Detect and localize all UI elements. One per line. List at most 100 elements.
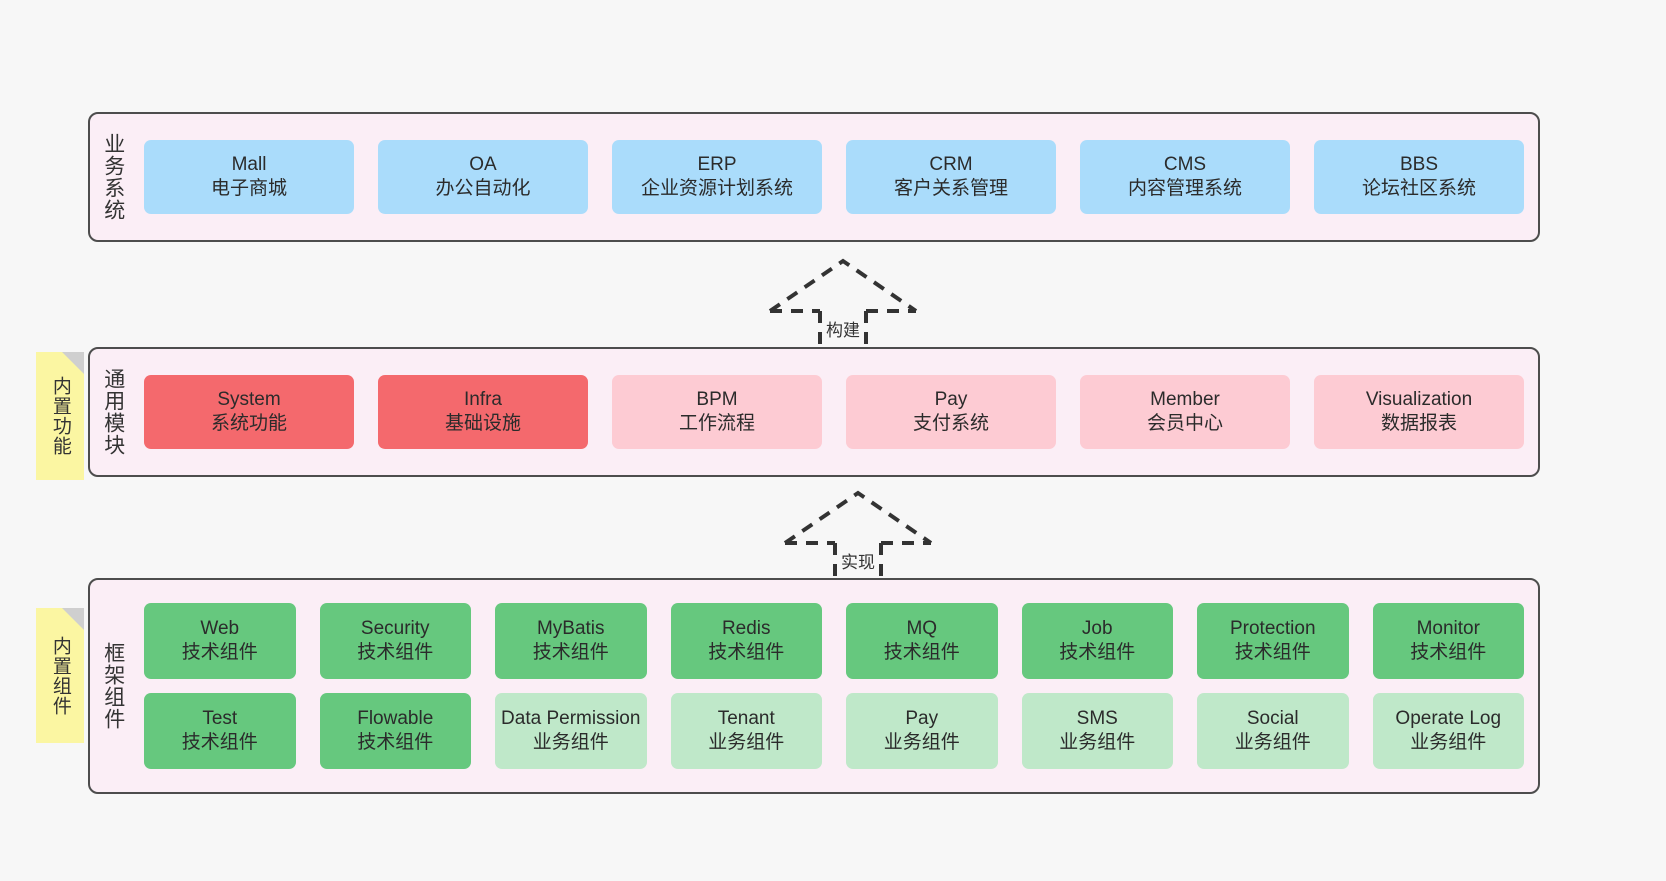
node-visualization[interactable]: Visualization 数据报表 <box>1314 375 1524 449</box>
node-label-cn: 办公自动化 <box>435 178 531 199</box>
sticky-note-builtin-component: 内置组件 <box>36 608 84 743</box>
node-oa[interactable]: OA 办公自动化 <box>378 140 588 214</box>
node-mq[interactable]: MQ 技术组件 <box>846 603 998 679</box>
framework-components-row-2: Test 技术组件 Flowable 技术组件 Data Permission … <box>144 693 1524 769</box>
node-label-en: OA <box>469 154 497 176</box>
node-label-en: MyBatis <box>536 618 605 640</box>
connector-build: 构建 <box>748 255 938 351</box>
node-mybatis[interactable]: MyBatis 技术组件 <box>495 603 647 679</box>
framework-components-row-1: Web 技术组件 Security 技术组件 MyBatis 技术组件 Redi… <box>144 603 1524 679</box>
layer-title-business-system: 业务系统 <box>101 133 125 221</box>
node-label-en: Monitor <box>1416 618 1480 640</box>
node-label-cn: 技术组件 <box>1059 642 1136 663</box>
node-label-cn: 技术组件 <box>708 642 785 663</box>
node-label-cn: 技术组件 <box>357 732 434 753</box>
node-label-en: Mall <box>231 154 267 176</box>
node-label-cn: 客户关系管理 <box>893 178 1008 199</box>
sticky-fold-corner-icon <box>62 352 84 374</box>
node-data-permission[interactable]: Data Permission 业务组件 <box>495 693 647 769</box>
node-mall[interactable]: Mall 电子商城 <box>144 140 354 214</box>
node-infra[interactable]: Infra 基础设施 <box>378 375 588 449</box>
node-label-cn: 数据报表 <box>1380 413 1457 434</box>
node-label-en: ERP <box>697 154 737 176</box>
node-label-en: Redis <box>721 618 771 640</box>
node-flowable[interactable]: Flowable 技术组件 <box>319 693 471 769</box>
connector-build-label: 构建 <box>823 316 863 341</box>
node-label-en: BPM <box>696 389 738 411</box>
sticky-note-label: 内置组件 <box>49 635 71 716</box>
node-label-en: SMS <box>1076 708 1118 730</box>
layer-business-system: 业务系统 Mall 电子商城 OA 办公自动化 ERP 企业资源计划系统 CRM… <box>88 112 1540 242</box>
node-label-en: Pay <box>934 389 968 411</box>
node-label-cn: 工作流程 <box>678 413 755 434</box>
sticky-note-builtin-function: 内置功能 <box>36 352 84 480</box>
node-label-cn: 技术组件 <box>181 732 258 753</box>
node-label-en: CRM <box>929 154 973 176</box>
connector-implement: 实现 <box>763 487 953 583</box>
node-label-cn: 技术组件 <box>1234 642 1311 663</box>
node-label-en: MQ <box>906 618 938 640</box>
node-label-en: CMS <box>1163 154 1207 176</box>
node-label-cn: 业务组件 <box>883 732 960 753</box>
node-cms[interactable]: CMS 内容管理系统 <box>1080 140 1290 214</box>
node-pay-module[interactable]: Pay 支付系统 <box>846 375 1056 449</box>
node-label-en: Member <box>1150 389 1220 411</box>
sticky-note-label: 内置功能 <box>49 376 71 456</box>
layer-title-framework-components: 框架组件 <box>101 642 125 730</box>
node-redis[interactable]: Redis 技术组件 <box>670 603 822 679</box>
node-label-cn: 技术组件 <box>357 642 434 663</box>
node-test[interactable]: Test 技术组件 <box>144 693 296 769</box>
node-label-cn: 技术组件 <box>181 642 258 663</box>
node-label-cn: 技术组件 <box>883 642 960 663</box>
node-label-en: Flowable <box>357 708 434 730</box>
node-erp[interactable]: ERP 企业资源计划系统 <box>612 140 822 214</box>
node-social[interactable]: Social 业务组件 <box>1197 693 1349 769</box>
node-label-cn: 技术组件 <box>532 642 609 663</box>
node-label-en: Security <box>360 618 430 640</box>
node-label-cn: 电子商城 <box>210 178 287 199</box>
node-label-en: Pay <box>905 708 939 730</box>
node-label-cn: 内容管理系统 <box>1127 178 1242 199</box>
node-label-en: BBS <box>1399 154 1439 176</box>
node-label-cn: 技术组件 <box>1410 642 1487 663</box>
layer-body-framework-components: Web 技术组件 Security 技术组件 MyBatis 技术组件 Redi… <box>136 580 1538 792</box>
sticky-fold-corner-icon <box>62 608 84 630</box>
node-label-en: Job <box>1081 618 1113 640</box>
node-label-en: Operate Log <box>1395 708 1502 730</box>
arrowhead-hollow-triangle <box>768 258 918 313</box>
node-label-cn: 基础设施 <box>444 413 521 434</box>
node-label-cn: 业务组件 <box>1234 732 1311 753</box>
node-monitor[interactable]: Monitor 技术组件 <box>1372 603 1524 679</box>
node-label-cn: 论坛社区系统 <box>1361 178 1476 199</box>
node-label-en: Protection <box>1229 618 1316 640</box>
node-label-en: Tenant <box>717 708 775 730</box>
node-label-cn: 企业资源计划系统 <box>640 178 793 199</box>
node-label-cn: 系统功能 <box>210 413 287 434</box>
node-label-en: Infra <box>463 389 503 411</box>
node-label-cn: 业务组件 <box>708 732 785 753</box>
node-crm[interactable]: CRM 客户关系管理 <box>846 140 1056 214</box>
node-member[interactable]: Member 会员中心 <box>1080 375 1290 449</box>
layer-body-common-modules: System 系统功能 Infra 基础设施 BPM 工作流程 Pay 支付系统… <box>136 349 1538 475</box>
layer-common-modules: 通用模块 System 系统功能 Infra 基础设施 BPM 工作流程 Pay… <box>88 347 1540 477</box>
common-modules-row: System 系统功能 Infra 基础设施 BPM 工作流程 Pay 支付系统… <box>144 375 1524 449</box>
node-job[interactable]: Job 技术组件 <box>1021 603 1173 679</box>
node-label-en: Test <box>202 708 238 730</box>
node-label-en: Visualization <box>1365 389 1473 411</box>
layer-title-common-modules: 通用模块 <box>101 368 125 456</box>
node-sms[interactable]: SMS 业务组件 <box>1021 693 1173 769</box>
connector-implement-label: 实现 <box>838 548 878 573</box>
node-tenant[interactable]: Tenant 业务组件 <box>670 693 822 769</box>
node-label-en: Data Permission <box>501 708 641 730</box>
node-bbs[interactable]: BBS 论坛社区系统 <box>1314 140 1524 214</box>
node-bpm[interactable]: BPM 工作流程 <box>612 375 822 449</box>
node-web[interactable]: Web 技术组件 <box>144 603 296 679</box>
node-label-en: Social <box>1246 708 1299 730</box>
node-security[interactable]: Security 技术组件 <box>319 603 471 679</box>
arrowhead-hollow-triangle <box>783 490 933 545</box>
node-system[interactable]: System 系统功能 <box>144 375 354 449</box>
node-operate-log[interactable]: Operate Log 业务组件 <box>1372 693 1524 769</box>
node-pay-component[interactable]: Pay 业务组件 <box>846 693 998 769</box>
node-protection[interactable]: Protection 技术组件 <box>1197 603 1349 679</box>
